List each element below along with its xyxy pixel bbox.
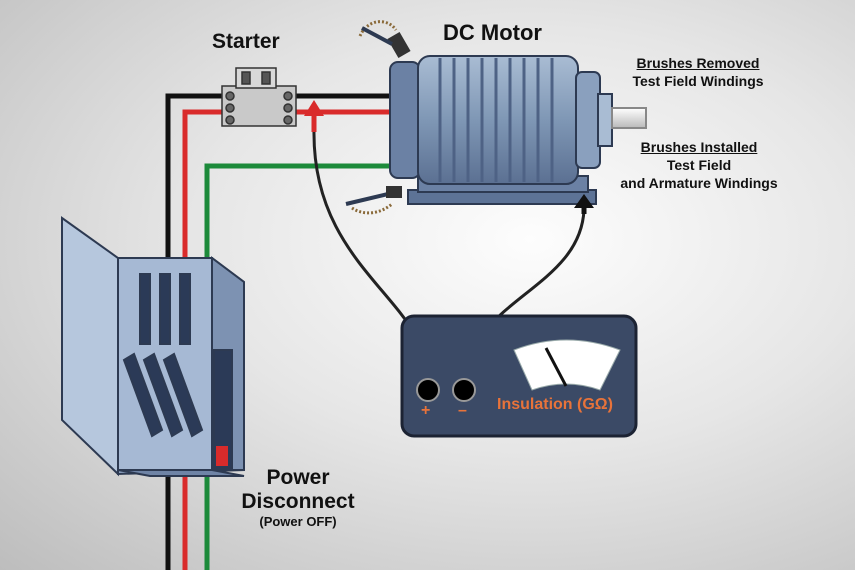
power-disconnect-label: Power Disconnect (Power OFF) xyxy=(226,466,370,529)
starter xyxy=(221,67,297,127)
brush-top xyxy=(358,20,411,59)
starter-terminal xyxy=(225,103,235,113)
disconnect-handle xyxy=(213,349,233,469)
insulation-reading-label: Insulation (GΩ) xyxy=(497,396,613,413)
blade-3 xyxy=(162,352,204,438)
megohmmeter xyxy=(400,314,638,438)
meter-needle xyxy=(544,347,568,387)
motor-shaft xyxy=(611,107,647,129)
positive-terminal-label: + xyxy=(421,402,431,419)
meter-dial-face xyxy=(513,339,621,391)
negative-jack xyxy=(452,378,476,402)
starter-terminal xyxy=(225,91,235,101)
brushes-installed-heading: Brushes Installed xyxy=(640,139,758,155)
dc-motor-label: DC Motor xyxy=(443,20,542,45)
fuse-2 xyxy=(159,273,171,345)
negative-terminal-label: – xyxy=(458,402,467,419)
power-label-line-1: Power xyxy=(266,466,330,489)
red-probe-arrow xyxy=(304,100,324,132)
starter-terminal xyxy=(283,91,293,101)
brushes-installed-detail-2: and Armature Windings xyxy=(620,175,778,191)
starter-label: Starter xyxy=(212,30,280,53)
handle-tip xyxy=(216,446,228,466)
black-probe-arrow xyxy=(574,194,594,214)
blade-2 xyxy=(142,352,184,438)
brushes-removed-heading: Brushes Removed xyxy=(636,55,760,71)
starter-terminal xyxy=(283,115,293,125)
brushes-removed-detail: Test Field Windings xyxy=(632,73,764,89)
fuse-3 xyxy=(179,273,191,345)
starter-terminal xyxy=(283,103,293,113)
power-off-label: (Power OFF) xyxy=(259,514,337,529)
dc-motor xyxy=(389,55,647,205)
starter-terminal xyxy=(225,115,235,125)
brushes-installed-note: Brushes Installed Test Field and Armatur… xyxy=(606,138,792,192)
motor-front-cap xyxy=(575,71,601,169)
power-label-line-2: Disconnect xyxy=(241,490,355,513)
disconnect-bottom xyxy=(117,469,245,477)
fuse-1 xyxy=(139,273,151,345)
motor-body xyxy=(417,55,579,185)
blade-1 xyxy=(122,352,164,438)
power-disconnect-box xyxy=(61,216,245,477)
brushes-removed-note: Brushes Removed Test Field Windings xyxy=(622,54,774,90)
motor-endcap xyxy=(389,61,421,179)
brushes-installed-detail-1: Test Field xyxy=(666,157,732,173)
disconnect-door xyxy=(61,216,119,477)
positive-jack xyxy=(416,378,440,402)
brush-bottom xyxy=(345,186,402,215)
